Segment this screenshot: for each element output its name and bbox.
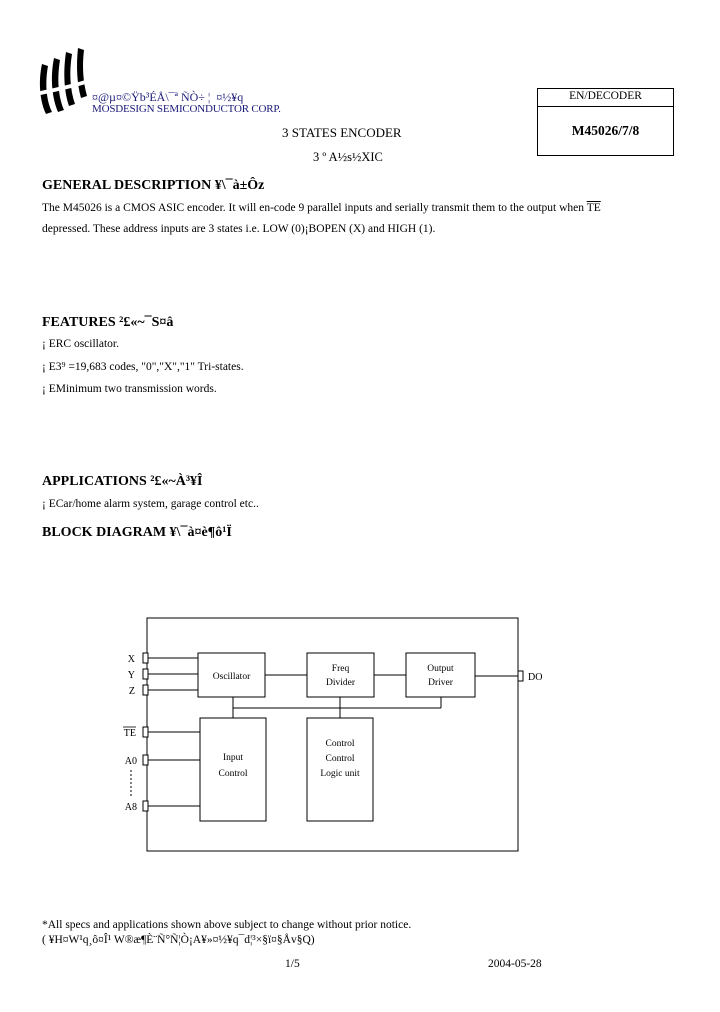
- output-driver-label-2: Driver: [428, 678, 454, 688]
- company-name-cn: ¤@µ¤©Ÿb³ÉÅ\¯ª ÑÒ÷ ¦ ­­ ¤½¥q: [92, 90, 244, 104]
- input-control-label-2: Control: [218, 769, 247, 779]
- pin-label-x: X: [128, 654, 136, 665]
- pin-z: [142, 684, 149, 696]
- features-heading: FEATURES ²£«~¯S¤â: [42, 315, 174, 330]
- change-notice: *All specs and applications shown above …: [42, 919, 412, 931]
- applications-heading: APPLICATIONS ²£«~À³¥Î: [42, 474, 203, 489]
- page-number: 1/5: [285, 958, 300, 970]
- pin-label-do: DO: [528, 672, 542, 683]
- block-diagram-heading: BLOCK DIAGRAM ¥\¯à¤è¶ô¹Ï: [42, 525, 232, 540]
- feature-item: ¡ EMinimum two transmission words.: [42, 383, 217, 395]
- logo-graphic: [36, 48, 92, 114]
- part-category-label: EN/DECODER: [569, 90, 642, 102]
- pin-label-a0: A0: [125, 756, 137, 767]
- document-title: 3 STATES ENCODER: [282, 125, 402, 140]
- control-logic-label-1: Control: [325, 739, 354, 749]
- part-box-divider: [537, 106, 674, 107]
- application-item: ¡ ECar/home alarm system, garage control…: [42, 498, 259, 510]
- control-logic-label-2: Control: [325, 754, 354, 764]
- control-logic-label-3: Logic unit: [320, 769, 360, 779]
- pin-label-te: TE: [124, 728, 136, 739]
- pin-label-z: Z: [129, 686, 135, 697]
- change-notice-cn: ( ¥H¤W¹q¸ô¤Î¹ W®æ¶È¨Ñ°Ñ¦Ò¡A¥»¤½¥q¯d¦³­×§…: [42, 934, 315, 946]
- part-number-box: [537, 88, 674, 156]
- diagram-wires: [148, 657, 518, 807]
- pin-te: [142, 726, 149, 738]
- general-description-heading: GENERAL DESCRIPTION ¥\¯à±Ô­z: [42, 178, 265, 193]
- output-driver-label-1: Output: [427, 664, 454, 674]
- freq-divider-label-1: Freq: [332, 664, 350, 674]
- company-logo: [36, 44, 92, 118]
- oscillator-label: Oscillator: [213, 672, 251, 682]
- pin-do: [517, 670, 524, 682]
- freq-divider-block: [306, 652, 375, 698]
- freq-divider-label-2: Divider: [326, 678, 356, 688]
- pin-label-y: Y: [128, 670, 135, 681]
- part-number: M45026/7/8: [571, 123, 640, 138]
- feature-item: ¡ ERC oscillator.: [42, 338, 119, 350]
- pin-a8: [142, 800, 149, 812]
- pin-x: [142, 652, 149, 664]
- company-name-en: MOSDESIGN SEMICONDUCTOR CORP.: [92, 103, 281, 115]
- input-control-label-1: Input: [223, 753, 243, 763]
- pin-label-a8: A8: [125, 802, 137, 813]
- output-driver-block: [405, 652, 476, 698]
- pin-y: [142, 668, 149, 680]
- feature-item: ¡ E3⁹ =19,683 codes, "0","X","1" Tri-sta…: [42, 361, 244, 373]
- pin-a0: [142, 754, 149, 766]
- te-signal-label: TE: [586, 202, 601, 214]
- document-date: 2004-05-28: [488, 958, 542, 970]
- document-subtitle: 3 º A½s½XIC: [313, 150, 383, 164]
- general-description-line2: depressed. These address inputs are 3 st…: [42, 223, 436, 235]
- general-description-line1: The M45026 is a CMOS ASIC encoder. It wi…: [42, 202, 601, 214]
- general-line1-text: The M45026 is a CMOS ASIC encoder. It wi…: [42, 202, 587, 214]
